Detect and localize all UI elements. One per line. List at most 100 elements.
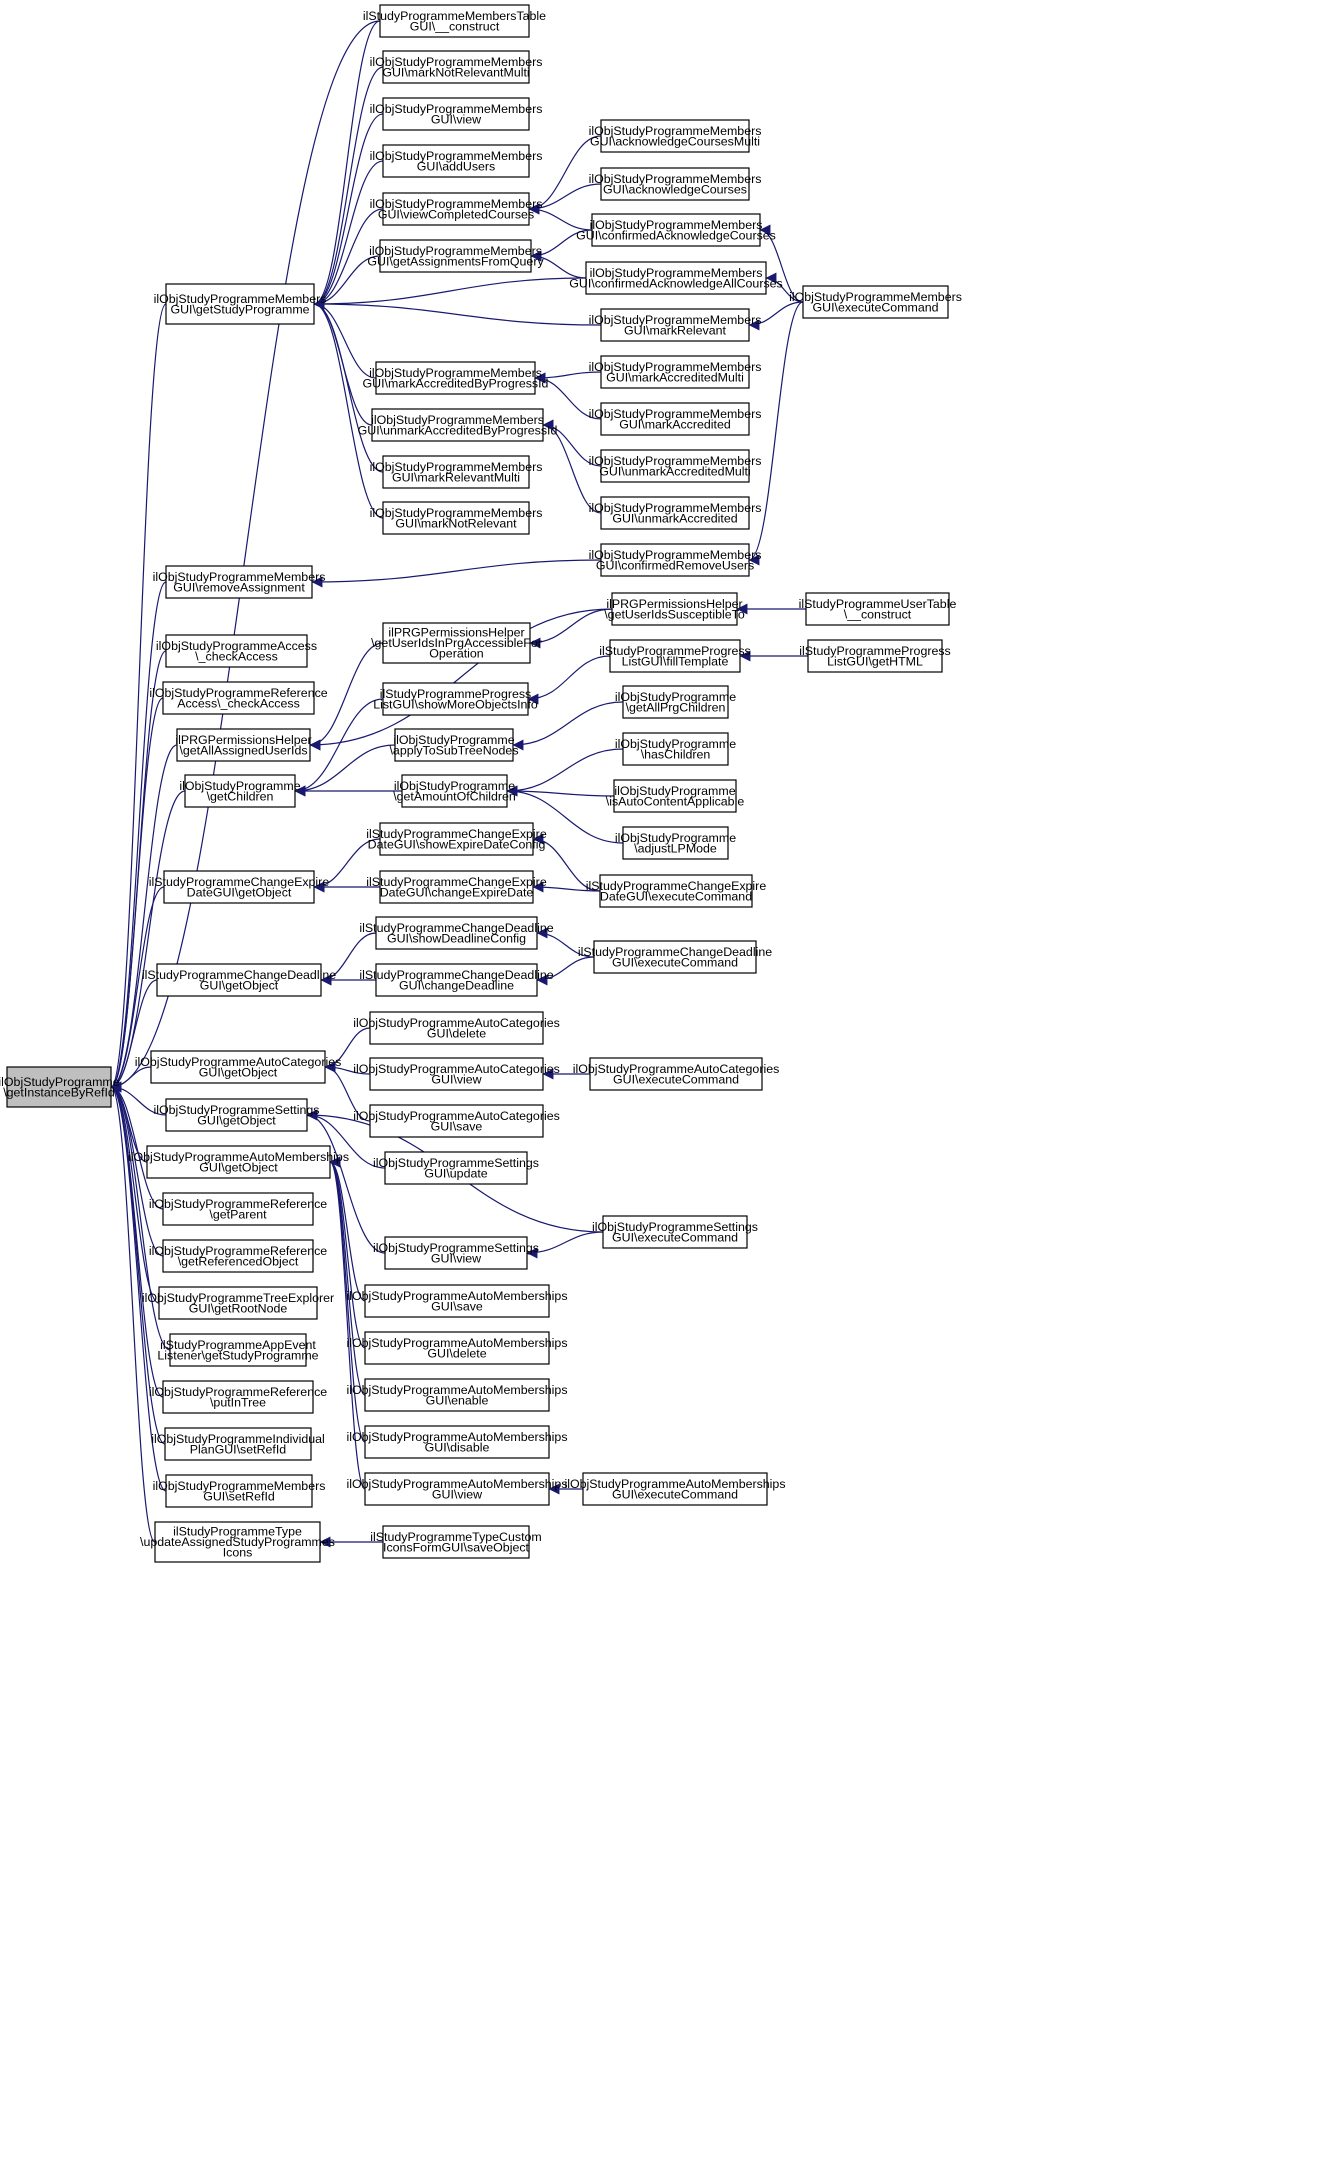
edge-appEvent-to-root — [110, 1081, 171, 1351]
graph-node-remove-assign[interactable]: ilObjStudyProgrammeMembersGUI\removeAssi… — [153, 565, 326, 599]
graph-node-mark-acc-multi[interactable]: ilObjStudyProgrammeMembersGUI\markAccred… — [589, 355, 762, 389]
graph-node-unmark-acc[interactable]: ilObjStudyProgrammeMembersGUI\unmarkAccr… — [589, 496, 762, 530]
edge-prgSusceptible-to-prgGetInPrg — [529, 608, 613, 649]
node-label-line: GUI\update — [424, 1166, 487, 1180]
node-box — [807, 639, 943, 673]
graph-node-type-update[interactable]: ilStudyProgrammeType\updateAssignedStudy… — [140, 1521, 335, 1563]
graph-node-prg-get-in-prg[interactable]: ilPRGPermissionsHelper\getUserIdsInPrgAc… — [371, 622, 542, 664]
graph-node-get-amount-children[interactable]: ilObjStudyProgramme\getAmountOfChildren — [393, 774, 516, 808]
graph-node-ack-courses[interactable]: ilObjStudyProgrammeMembersGUI\acknowledg… — [589, 167, 762, 201]
node-label-line: ilObjStudyProgrammeAutoCategories — [353, 1109, 560, 1123]
edge-path — [311, 559, 602, 588]
graph-node-mark-not-relevant[interactable]: ilObjStudyProgrammeMembersGUI\markNotRel… — [370, 501, 543, 535]
graph-node-view-completed[interactable]: ilObjStudyProgrammeMembersGUI\viewComple… — [370, 192, 543, 226]
node-box — [600, 496, 750, 530]
graph-node-change-deadline[interactable]: ilStudyProgrammeChangeDeadlineGUI\change… — [359, 963, 554, 997]
graph-node-auto-cat-save[interactable]: ilObjStudyProgrammeAutoCategoriesGUI\sav… — [353, 1104, 560, 1138]
graph-node-auto-cat-execute[interactable]: ilObjStudyProgrammeAutoCategoriesGUI\exe… — [573, 1057, 780, 1091]
graph-node-access-check[interactable]: ilObjStudyProgrammeAccess\_checkAccess — [156, 634, 317, 668]
edge-settingsView-to-settingsGetObject — [306, 1109, 386, 1254]
graph-node-mark-relevant[interactable]: ilObjStudyProgrammeMembersGUI\markReleva… — [589, 308, 762, 342]
node-box — [382, 144, 530, 178]
node-label-line: \putInTree — [210, 1395, 266, 1409]
edge-markNotRelevant-to-membersGetSP — [313, 298, 384, 519]
graph-node-expire-execute[interactable]: ilStudyProgrammeChangeExpireDateGUI\exec… — [586, 874, 767, 908]
node-box — [369, 1011, 544, 1045]
graph-node-get-children[interactable]: ilObjStudyProgramme\getChildren — [179, 774, 301, 808]
graph-node-members-execute[interactable]: ilObjStudyProgrammeMembersGUI\executeCom… — [789, 285, 962, 319]
graph-node-prg-get-all-assigned[interactable]: ilPRGPermissionsHelper\getAllAssignedUse… — [175, 728, 312, 762]
graph-node-unmark-acc-multi[interactable]: ilObjStudyProgrammeMembersGUI\unmarkAccr… — [589, 449, 762, 483]
graph-node-has-children[interactable]: ilObjStudyProgramme\hasChildren — [615, 732, 736, 766]
graph-node-confirmed-remove[interactable]: ilObjStudyProgrammeMembersGUI\confirmedR… — [589, 543, 762, 577]
graph-node-get-all-prg-children[interactable]: ilObjStudyProgramme\getAllPrgChildren — [615, 685, 736, 719]
graph-node-mark-acc[interactable]: ilObjStudyProgrammeMembersGUI\markAccred… — [589, 402, 762, 436]
graph-node-ref-access-check[interactable]: ilObjStudyProgrammeReferenceAccess\_chec… — [149, 681, 328, 715]
node-box — [176, 728, 311, 762]
edge-confirmedAckAll-to-getAssignFromQuery — [530, 250, 587, 279]
graph-node-mark-relevant-multi[interactable]: ilObjStudyProgrammeMembersGUI\markReleva… — [370, 455, 543, 489]
graph-node-change-expire-date[interactable]: ilStudyProgrammeChangeExpireDateGUI\chan… — [366, 870, 547, 904]
graph-node-app-event[interactable]: ilStudyProgrammeAppEventListener\getStud… — [157, 1333, 319, 1367]
graph-node-auto-mem-view[interactable]: ilObjStudyProgrammeAutoMembershipsGUI\vi… — [346, 1472, 568, 1506]
graph-node-root[interactable]: ilObjStudyProgramme\getInstanceByRefId — [0, 1066, 120, 1108]
node-label-line: ilObjStudyProgrammeReference — [149, 686, 327, 700]
graph-node-auto-mem-delete[interactable]: ilObjStudyProgrammeAutoMembershipsGUI\de… — [346, 1331, 568, 1365]
node-box — [600, 543, 750, 577]
graph-node-settings-execute[interactable]: ilObjStudyProgrammeSettingsGUI\executeCo… — [592, 1215, 758, 1249]
graph-node-individual-plan[interactable]: ilObjStudyProgrammeIndividualPlanGUI\set… — [151, 1427, 325, 1461]
graph-node-auto-cat-get-object[interactable]: ilObjStudyProgrammeAutoCategoriesGUI\get… — [135, 1050, 342, 1084]
graph-node-apply-to-sub-tree[interactable]: ilObjStudyProgramme\applyToSubTreeNodes — [389, 728, 519, 762]
graph-node-prg-susceptible[interactable]: ilPRGPermissionsHelper\getUserIdsSuscept… — [604, 592, 745, 626]
node-label-line: \isAutoContentApplicable — [606, 794, 745, 808]
graph-node-auto-mem-enable[interactable]: ilObjStudyProgrammeAutoMembershipsGUI\en… — [346, 1378, 568, 1412]
graph-node-mark-acc-by-prog[interactable]: ilObjStudyProgrammeMembersGUI\markAccred… — [363, 361, 549, 395]
graph-node-tree-explorer[interactable]: ilObjStudyProgrammeTreeExplorerGUI\getRo… — [142, 1286, 334, 1320]
graph-node-ack-courses-multi[interactable]: ilObjStudyProgrammeMembersGUI\acknowledg… — [589, 119, 762, 153]
graph-node-mark-not-relevant-multi[interactable]: ilObjStudyProgrammeMembersGUI\markNotRel… — [370, 50, 543, 84]
graph-node-members-get-s-p[interactable]: ilObjStudyProgrammeMembersGUI\getStudyPr… — [154, 283, 327, 325]
graph-node-deadline-get-object[interactable]: ilStudyProgrammeChangeDeadlineGUI\getObj… — [142, 963, 336, 997]
graph-node-ref-get-parent[interactable]: ilObjStudyProgrammeReference\getParent — [149, 1192, 327, 1226]
graph-node-user-table-construct[interactable]: ilStudyProgrammeUserTable\__construct — [799, 592, 957, 626]
graph-node-auto-mem-execute[interactable]: ilObjStudyProgrammeAutoMembershipsGUI\ex… — [564, 1472, 786, 1506]
node-label-line: GUI\markRelevant — [624, 323, 726, 337]
graph-node-type-custom-icons[interactable]: ilStudyProgrammeTypeCustomIconsFormGUI\s… — [370, 1525, 542, 1559]
graph-node-table-construct[interactable]: ilStudyProgrammeMembersTableGUI\__constr… — [363, 4, 546, 38]
graph-node-show-deadline-config[interactable]: ilStudyProgrammeChangeDeadlineGUI\showDe… — [359, 916, 554, 950]
graph-node-auto-mem-get-object[interactable]: ilObjStudyProgrammeAutoMembershipsGUI\ge… — [128, 1145, 349, 1179]
graph-node-expire-get-object[interactable]: ilStudyProgrammeChangeExpireDateGUI\getO… — [149, 870, 330, 904]
graph-node-fill-template[interactable]: ilStudyProgrammeProgressListGUI\fillTemp… — [599, 639, 751, 673]
graph-node-auto-mem-disable[interactable]: ilObjStudyProgrammeAutoMembershipsGUI\di… — [346, 1425, 568, 1459]
node-label-line: ilStudyProgrammeTypeCustom — [370, 1530, 541, 1544]
node-label-line: GUI\markRelevantMulti — [392, 470, 520, 484]
node-label-line: GUI\__construct — [410, 19, 500, 33]
graph-node-deadline-execute[interactable]: ilStudyProgrammeChangeDeadlineGUI\execut… — [578, 940, 772, 974]
node-box — [600, 449, 750, 483]
graph-node-ref-get-referenced[interactable]: ilObjStudyProgrammeReference\getReferenc… — [149, 1239, 327, 1273]
graph-node-confirmed-ack[interactable]: ilObjStudyProgrammeMembersGUI\confirmedA… — [576, 213, 776, 247]
graph-node-unmark-acc-by-prog[interactable]: ilObjStudyProgrammeMembersGUI\unmarkAccr… — [358, 408, 558, 442]
graph-node-ref-put-in-tree[interactable]: ilObjStudyProgrammeReference\putInTree — [149, 1380, 327, 1414]
graph-node-adjust-l-p[interactable]: ilObjStudyProgramme\adjustLPMode — [615, 826, 736, 860]
edge-deadlineExecute-to-changeDeadline — [536, 956, 595, 986]
graph-node-is-auto-content[interactable]: ilObjStudyProgramme\isAutoContentApplica… — [606, 779, 745, 813]
graph-node-show-expire-config[interactable]: ilStudyProgrammeChangeExpireDateGUI\show… — [366, 822, 547, 856]
graph-node-confirmed-ack-all[interactable]: ilObjStudyProgrammeMembersGUI\confirmedA… — [569, 261, 783, 295]
graph-node-show-more-objects[interactable]: ilStudyProgrammeProgressListGUI\showMore… — [373, 682, 538, 716]
node-box — [154, 1521, 321, 1563]
graph-node-auto-cat-view[interactable]: ilObjStudyProgrammeAutoCategoriesGUI\vie… — [353, 1057, 560, 1091]
node-label-line: ilStudyProgrammeProgress — [599, 644, 751, 658]
node-box — [162, 1239, 314, 1273]
node-box — [600, 119, 750, 153]
graph-node-auto-cat-delete[interactable]: ilObjStudyProgrammeAutoCategoriesGUI\del… — [353, 1011, 560, 1045]
graph-node-auto-mem-save[interactable]: ilObjStudyProgrammeAutoMembershipsGUI\sa… — [346, 1284, 568, 1318]
graph-node-get-assign-from-query[interactable]: ilObjStudyProgrammeMembersGUI\getAssignm… — [367, 239, 544, 273]
